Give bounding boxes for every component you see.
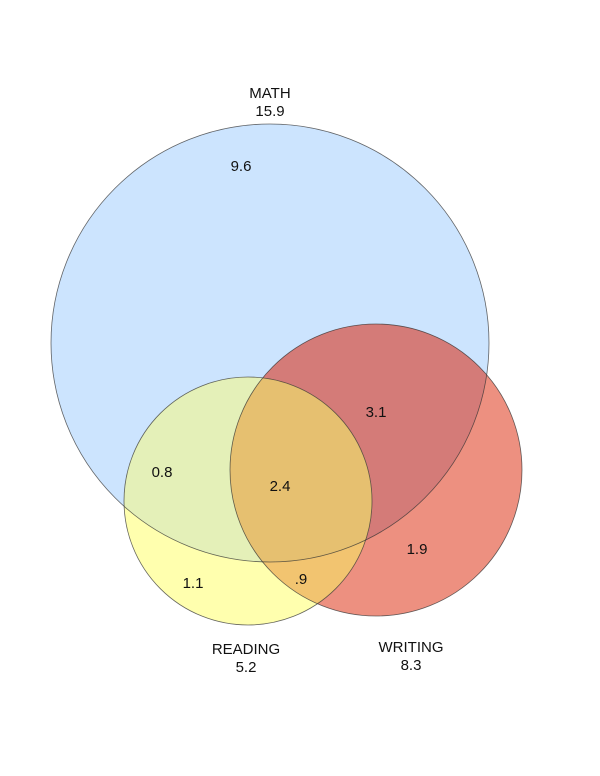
region-reading-writing: .9 xyxy=(295,571,308,588)
math-total: 15.9 xyxy=(255,103,284,120)
reading-label: READING xyxy=(212,641,280,658)
writing-total: 8.3 xyxy=(401,657,422,674)
region-all-three: 2.4 xyxy=(270,478,291,495)
region-math-only: 9.6 xyxy=(231,158,252,175)
region-reading-only: 1.1 xyxy=(183,575,204,592)
region-math-writing: 3.1 xyxy=(366,404,387,421)
math-label: MATH xyxy=(249,85,290,102)
writing-outline xyxy=(229,323,523,617)
region-writing-only: 1.9 xyxy=(407,541,428,558)
reading-total: 5.2 xyxy=(236,659,257,676)
region-math-reading: 0.8 xyxy=(152,464,173,481)
math-outline xyxy=(50,123,490,563)
math-reading-overlap xyxy=(124,377,372,562)
writing-label: WRITING xyxy=(379,639,444,656)
all-three-overlap xyxy=(230,377,372,562)
reading-outline xyxy=(123,376,373,626)
